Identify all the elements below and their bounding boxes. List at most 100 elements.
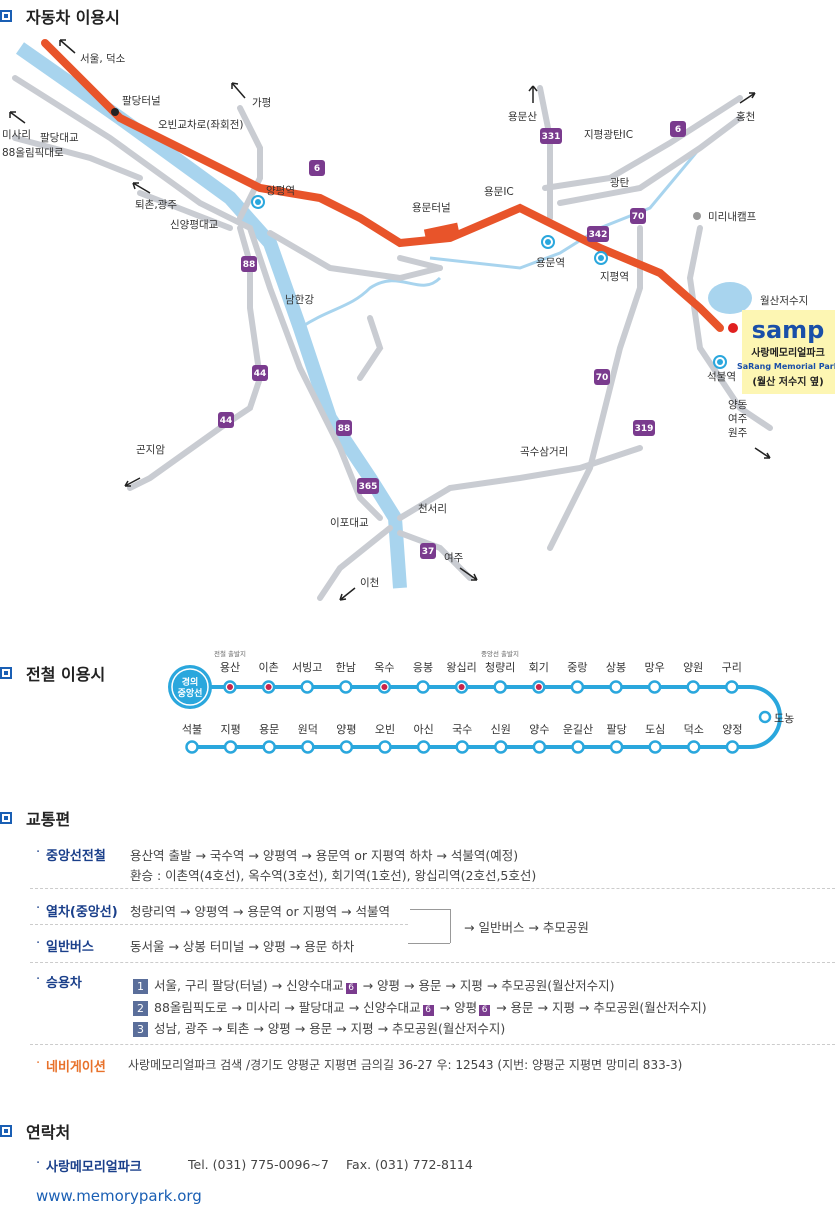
section-title: 연락처: [26, 1123, 71, 1142]
transfer-icon: [535, 684, 542, 690]
merge-text: → 일반버스 → 추모공원: [464, 920, 589, 935]
station-icon: [594, 251, 608, 265]
route-badge: 6: [309, 160, 325, 176]
route-badge: 342: [587, 226, 609, 242]
map-label: 신양평대교: [170, 219, 219, 231]
route-badge: 331: [540, 128, 562, 144]
station: 회기: [529, 661, 549, 694]
map-label: 오빈교차로(좌회전): [158, 119, 243, 131]
station: 왕십리: [446, 661, 477, 694]
station-label: 왕십리: [446, 661, 476, 674]
station-icon: [223, 740, 238, 754]
transfer-icon: [458, 684, 465, 690]
station: 중랑: [567, 661, 588, 694]
station: 도농: [758, 710, 794, 725]
station-label: 옥수: [374, 661, 394, 674]
map-label: 미사리: [2, 129, 31, 141]
station: 신원: [491, 723, 511, 754]
station-label: 양원: [683, 661, 703, 674]
route-badge: 6: [670, 121, 686, 137]
camp-point-icon: [693, 212, 701, 220]
contact-tel: Tel. (031) 775-0096~7: [188, 1157, 329, 1172]
station-icon: [687, 740, 701, 754]
station: 팔당: [606, 723, 627, 754]
map-label: 서울, 덕소: [80, 53, 126, 65]
station: 도심: [645, 723, 665, 754]
station: 응봉: [413, 661, 433, 694]
map-label: 홍천: [736, 110, 755, 123]
map-label: 지평광탄IC: [584, 129, 633, 141]
station: 지평: [220, 723, 241, 754]
station: 양수: [529, 723, 550, 754]
map-label: 곤지암: [136, 444, 165, 456]
station-label: 상봉: [606, 661, 626, 674]
station-label: 중랑: [567, 661, 587, 674]
station-icon: [339, 740, 354, 754]
route-map: 6 331 6 342 70 88 44 44 88 365 37 70 319…: [2, 39, 835, 601]
station-label: 응봉: [413, 661, 433, 674]
station: 덕소: [684, 723, 704, 754]
station: 석불: [182, 723, 202, 754]
train-label: 열차(중앙선): [46, 905, 118, 920]
section-title: 전철 이용시: [26, 665, 106, 684]
map-label: 팔당터널: [122, 95, 161, 107]
station-label: 양정: [722, 723, 742, 736]
section-title: 교통편: [26, 810, 71, 829]
transfer-icon: [265, 684, 272, 690]
station-label: 청량리: [485, 661, 515, 674]
route-badge: 88: [241, 256, 257, 272]
station-icon: [262, 740, 276, 754]
station-icon: [571, 740, 585, 754]
direction-arrow-icon: [9, 39, 771, 601]
station: 양정: [722, 723, 743, 754]
station: 운길산: [563, 723, 593, 754]
station: 청량리: [485, 661, 515, 694]
stream: [299, 276, 442, 330]
station: 용산: [220, 661, 240, 694]
station-label: 운길산: [563, 723, 593, 736]
section-contact-header: 연락처: [0, 1119, 70, 1143]
square-bullet-icon: [0, 812, 12, 824]
svg-text:44: 44: [254, 369, 267, 379]
station-icon: [494, 740, 508, 754]
section-car-header: 자동차 이용시: [0, 4, 120, 28]
station-icon: [725, 740, 740, 754]
station-label: 오빈: [375, 723, 395, 736]
jungang-transfer: 환승 : 이촌역(4호선), 옥수역(3호선), 회기역(1호선), 왕십리역(…: [130, 868, 537, 883]
route-badge: 37: [420, 543, 436, 559]
map-label: 이천: [360, 577, 379, 589]
svg-text:6: 6: [314, 164, 320, 174]
svg-text:도농: 도농: [774, 712, 794, 725]
station-icon: [455, 740, 469, 754]
map-label: 이포대교: [330, 517, 369, 529]
map-label: 월산저수지: [760, 295, 808, 307]
bullet-icon: ·: [36, 845, 41, 860]
bus-label: 일반버스: [46, 940, 94, 955]
station: 용문: [259, 723, 279, 754]
station: 오빈: [375, 723, 395, 754]
station-icon: [416, 740, 431, 754]
station: 구리: [722, 661, 742, 694]
station-icon: [609, 740, 624, 754]
main-route: [41, 39, 724, 332]
station-label: 이촌: [258, 661, 278, 674]
svg-text:SaRang Memorial Park: SaRang Memorial Park: [737, 362, 835, 371]
station: 서빙고: [292, 661, 322, 694]
svg-text:37: 37: [422, 547, 435, 557]
tunnel: [423, 222, 461, 244]
map-label: 88올림픽대로: [2, 147, 64, 159]
map-label: 용문터널: [412, 202, 451, 214]
map-label: 팔당대교: [40, 132, 79, 144]
station-label: 서빙고: [292, 661, 322, 674]
nav-text: 사랑메모리얼파크 검색 /경기도 양평군 지평면 금의길 36-27 우: 12…: [128, 1058, 683, 1072]
svg-text:6: 6: [675, 125, 681, 135]
section-transport-header: 교통편: [0, 806, 70, 830]
station-label: 석불: [182, 723, 202, 736]
station-icon: [686, 680, 700, 694]
train-text: 청량리역 → 양평역 → 용문역 or 지평역 → 석불역: [130, 904, 390, 919]
line-badge: 경의 중앙선: [168, 665, 212, 709]
website-link[interactable]: www.memorypark.org: [36, 1187, 202, 1205]
contact-name: 사랑메모리얼파크: [46, 1160, 142, 1175]
